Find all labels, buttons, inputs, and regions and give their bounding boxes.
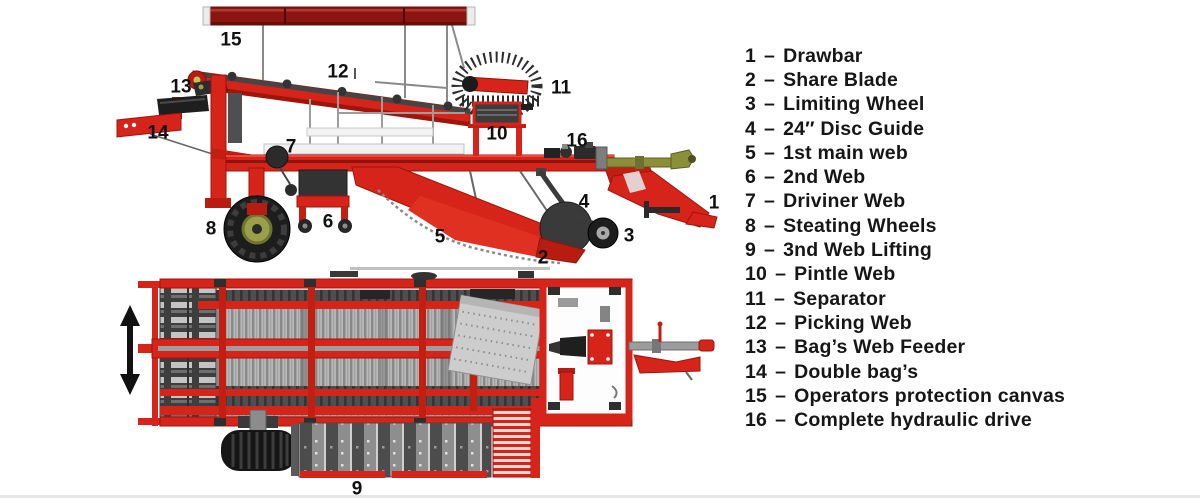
drawbar-top-view <box>628 321 715 381</box>
pintle-web-unit <box>468 101 533 156</box>
callout-5: 5 <box>434 226 446 248</box>
steering-wheel <box>223 167 291 263</box>
callout-1: 1 <box>708 192 720 214</box>
main-beam <box>225 154 659 189</box>
first-main-web-boom <box>351 166 561 265</box>
bottom-divider-line <box>0 495 1200 498</box>
callout-7: 7 <box>285 136 297 158</box>
legend-item-14: 14–Double bag’s <box>745 360 919 383</box>
callout-13: 13 <box>170 76 192 98</box>
legend-item-5: 5–1st main web <box>745 141 908 164</box>
wheel-top-view <box>221 409 297 471</box>
legend-item-11: 11–Separator <box>745 287 886 310</box>
drawbar <box>607 170 718 229</box>
legend-item-1: 1–Drawbar <box>745 44 863 67</box>
callout-15: 15 <box>220 29 242 51</box>
legend-item-7: 7–Driviner Web <box>745 190 906 213</box>
callout-9: 9 <box>351 478 363 500</box>
callout-11: 11 <box>550 77 572 99</box>
legend-item-2: 2–Share Blade <box>745 68 899 91</box>
legend-item-4: 4–24″ Disc Guide <box>745 117 925 140</box>
third-web-lifting-unit <box>291 398 540 478</box>
callout-10: 10 <box>486 123 508 145</box>
frame-struts-and-platform <box>263 92 465 155</box>
top-view <box>120 267 715 478</box>
parts-legend: 1–Drawbar 2–Share Blade 3–Limiting Wheel… <box>745 44 1065 433</box>
hydraulic-drive-unit <box>544 142 596 159</box>
legend-item-15: 15–Operators protection canvas <box>745 384 1066 407</box>
legend-item-10: 10–Pintle Web <box>745 263 896 286</box>
side-view <box>116 6 718 265</box>
callout-3: 3 <box>623 225 635 247</box>
pto-shaft <box>595 146 696 170</box>
canopy-supports <box>262 24 465 112</box>
left-frame-post <box>205 74 268 208</box>
legend-item-16: 16–Complete hydraulic drive <box>745 409 1032 432</box>
legend-item-12: 12–Picking Web <box>745 311 912 334</box>
second-web-unit <box>296 169 352 233</box>
callout-12: 12 <box>327 61 349 83</box>
legend-item-8: 8–Steating Wheels <box>745 214 937 237</box>
operator-protection-canvas <box>202 6 476 26</box>
callout-14: 14 <box>147 122 169 144</box>
callout-4: 4 <box>578 191 590 213</box>
driviner-web-pulley <box>265 145 297 196</box>
legend-item-3: 3–Limiting Wheel <box>745 93 925 116</box>
callout-6: 6 <box>322 211 334 233</box>
callout-16: 16 <box>566 130 588 152</box>
rear-frame-box <box>539 280 633 421</box>
legend-item-6: 6–2nd Web <box>745 166 866 189</box>
callout-8: 8 <box>205 218 217 240</box>
legend-item-13: 13–Bag’s Web Feeder <box>745 336 966 359</box>
legend-item-9: 9–3nd Web Lifting <box>745 239 932 262</box>
up-down-arrow-icon <box>120 305 140 395</box>
callout-2: 2 <box>537 247 549 269</box>
separator-panel-top <box>447 294 545 386</box>
double-bag-holder <box>116 95 254 168</box>
limiting-wheel <box>574 213 619 249</box>
